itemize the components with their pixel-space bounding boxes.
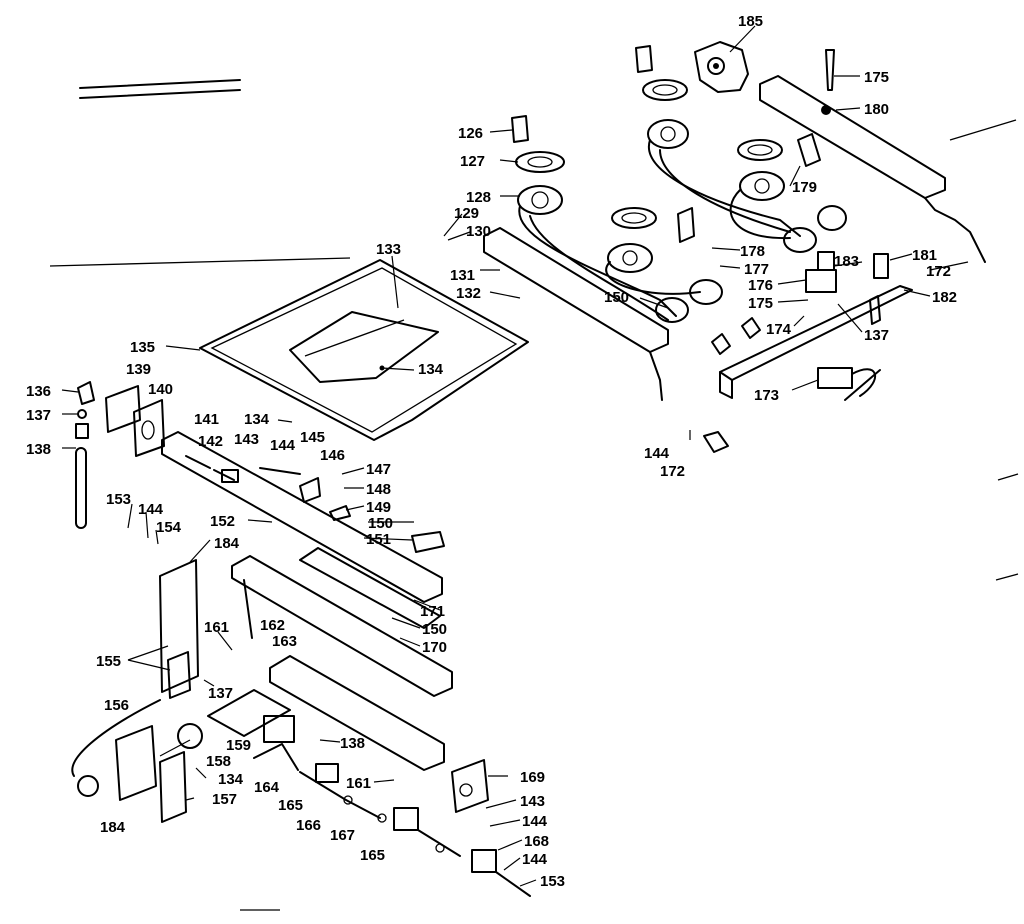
callout-139: 139 — [126, 361, 151, 378]
callout-174: 174 — [766, 321, 792, 338]
callout-134: 134 — [418, 361, 444, 378]
left-burner-assembly — [635, 45, 847, 253]
lower-fittings — [207, 689, 531, 897]
callout-137: 137 — [26, 407, 51, 424]
callout-169: 169 — [520, 769, 545, 786]
callout-184: 184 — [100, 819, 126, 836]
callout-161: 161 — [346, 775, 371, 792]
callout-164: 164 — [254, 779, 280, 796]
callout-151: 151 — [366, 531, 391, 548]
burner-box-tray — [199, 259, 529, 441]
callout-172: 172 — [660, 463, 685, 480]
callout-149: 149 — [366, 499, 391, 516]
callout-157: 157 — [212, 791, 237, 808]
leader-lines — [61, 25, 969, 887]
callout-144: 144 — [270, 437, 296, 454]
front-manifold-rail — [483, 227, 669, 401]
callout-152: 152 — [210, 513, 235, 530]
callout-150: 150 — [422, 621, 447, 638]
callout-137: 137 — [864, 327, 889, 344]
callout-159: 159 — [226, 737, 251, 754]
callout-175: 175 — [748, 295, 773, 312]
callout-170: 170 — [422, 639, 447, 656]
callout-143: 143 — [520, 793, 545, 810]
callout-155: 155 — [96, 653, 121, 670]
artwork — [49, 41, 1019, 911]
callout-144: 144 — [644, 445, 670, 462]
callout-162: 162 — [260, 617, 285, 634]
callout-136: 136 — [26, 383, 51, 400]
callout-166: 166 — [296, 817, 321, 834]
callout-144: 144 — [522, 851, 548, 868]
callout-184: 184 — [214, 535, 240, 552]
callout-178: 178 — [740, 243, 765, 260]
callout-171: 171 — [420, 603, 445, 620]
callout-183: 183 — [834, 253, 859, 270]
callout-185: 185 — [738, 13, 763, 30]
callout-131: 131 — [450, 267, 475, 284]
callout-177: 177 — [744, 261, 769, 278]
callout-142: 142 — [198, 433, 223, 450]
lower-gas-rail — [719, 285, 913, 399]
callout-182: 182 — [932, 289, 957, 306]
lower-rails — [231, 547, 453, 697]
callout-150: 150 — [368, 515, 393, 532]
callout-167: 167 — [330, 827, 355, 844]
callout-134: 134 — [244, 411, 270, 428]
callout-147: 147 — [366, 461, 391, 478]
valve-parts — [703, 49, 889, 453]
callout-163: 163 — [272, 633, 297, 650]
callout-176: 176 — [748, 277, 773, 294]
callout-150: 150 — [604, 289, 629, 306]
callout-133: 133 — [376, 241, 401, 258]
callout-179: 179 — [792, 179, 817, 196]
callout-140: 140 — [148, 381, 173, 398]
callout-144: 144 — [138, 501, 164, 518]
valve-knob-part — [694, 41, 749, 93]
callout-153: 153 — [106, 491, 131, 508]
callout-128: 128 — [466, 189, 491, 206]
callout-144: 144 — [522, 813, 548, 830]
callout-153: 153 — [540, 873, 565, 890]
callout-130: 130 — [466, 223, 491, 240]
callout-148: 148 — [366, 481, 391, 498]
callout-141: 141 — [194, 411, 219, 428]
valve-column — [71, 559, 203, 823]
callout-158: 158 — [206, 753, 231, 770]
callout-138: 138 — [340, 735, 365, 752]
callout-181: 181 — [912, 247, 937, 264]
callout-173: 173 — [754, 387, 779, 404]
callout-146: 146 — [320, 447, 345, 464]
callout-154: 154 — [156, 519, 182, 536]
callout-138: 138 — [26, 441, 51, 458]
callout-127: 127 — [460, 153, 485, 170]
callout-161: 161 — [204, 619, 229, 636]
callout-156: 156 — [104, 697, 129, 714]
bottom-burner-tube — [269, 655, 489, 813]
callout-168: 168 — [524, 833, 549, 850]
callout-165: 165 — [278, 797, 303, 814]
callout-135: 135 — [130, 339, 155, 356]
callout-labels: 185 175 180 179 178 177 176 175 174 183 … — [26, 13, 957, 890]
left-bracket-parts — [75, 381, 165, 529]
callout-172: 172 — [926, 263, 951, 280]
rear-manifold-rail — [759, 75, 986, 263]
callout-145: 145 — [300, 429, 325, 446]
callout-134: 134 — [218, 771, 244, 788]
callout-126: 126 — [458, 125, 483, 142]
callout-129: 129 — [454, 205, 479, 222]
callout-132: 132 — [456, 285, 481, 302]
callout-180: 180 — [864, 101, 889, 118]
callout-165: 165 — [360, 847, 385, 864]
callout-137: 137 — [208, 685, 233, 702]
control-rail — [161, 431, 445, 603]
callout-143: 143 — [234, 431, 259, 448]
callout-175: 175 — [864, 69, 889, 86]
